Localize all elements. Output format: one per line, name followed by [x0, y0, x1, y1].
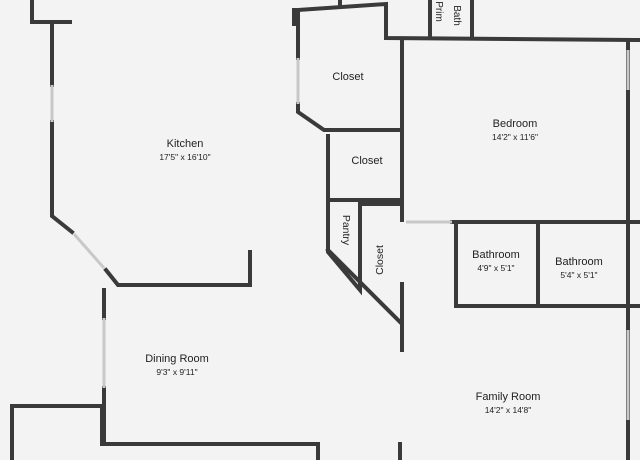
room-name: Closet [332, 71, 364, 83]
room-label-bathroom-1: Bathroom 4'9" x 5'1" [458, 248, 534, 274]
room-name: Bathroom [472, 249, 520, 261]
room-name: Family Room [475, 391, 541, 403]
room-name: Bathroom [555, 256, 603, 268]
wall-bathrooms-bottom [454, 220, 640, 308]
room-dimensions: 14'2" x 11'6" [492, 132, 538, 142]
walls [10, 0, 640, 460]
wall-pantry [326, 202, 362, 296]
room-dimensions: 14'2" x 14'8" [484, 405, 532, 415]
windows [50, 50, 630, 420]
room-dimensions: 5'4" x 5'1" [560, 270, 598, 280]
wall-lower-left-room [10, 404, 104, 460]
room-label-bedroom: Bedroom 14'2" x 11'6" [465, 117, 565, 143]
room-label-closet-2: Closet [334, 154, 400, 168]
wall-closet2 [326, 134, 404, 202]
room-label-kitchen: Kitchen 17'5" x 16'10" [135, 137, 235, 163]
room-dimensions: 9'3" x 9'11" [156, 367, 198, 377]
room-label-closet-1: Closet [316, 70, 380, 84]
room-label-dining: Dining Room 9'3" x 9'11" [127, 352, 227, 378]
wall-kitchen-left-lower [50, 120, 75, 235]
window-kitchen-bay [72, 233, 106, 269]
room-label-primary-bath-line2: Bath [450, 5, 462, 26]
room-label-pantry: Pantry [340, 214, 353, 246]
room-dimensions: 4'9" x 5'1" [477, 263, 515, 273]
room-label-primary-bath-line1: Prim [432, 1, 444, 22]
wall-kitchen-bottom [103, 250, 252, 287]
room-label-family: Family Room 14'2" x 14'8" [458, 390, 558, 416]
wall-kitchen-top [30, 0, 72, 24]
room-label-closet-3: Closet [373, 245, 386, 275]
room-dimensions: 17'5" x 16'10" [159, 152, 211, 162]
wall-closet1-bottom [296, 102, 404, 132]
room-name: Dining Room [145, 353, 209, 365]
wall-closet3-top [362, 202, 404, 222]
room-name: Bedroom [492, 118, 538, 130]
room-name: Kitchen [166, 138, 204, 150]
room-name: Closet [351, 155, 383, 167]
room-label-bathroom-2: Bathroom 5'4" x 5'1" [540, 255, 618, 281]
